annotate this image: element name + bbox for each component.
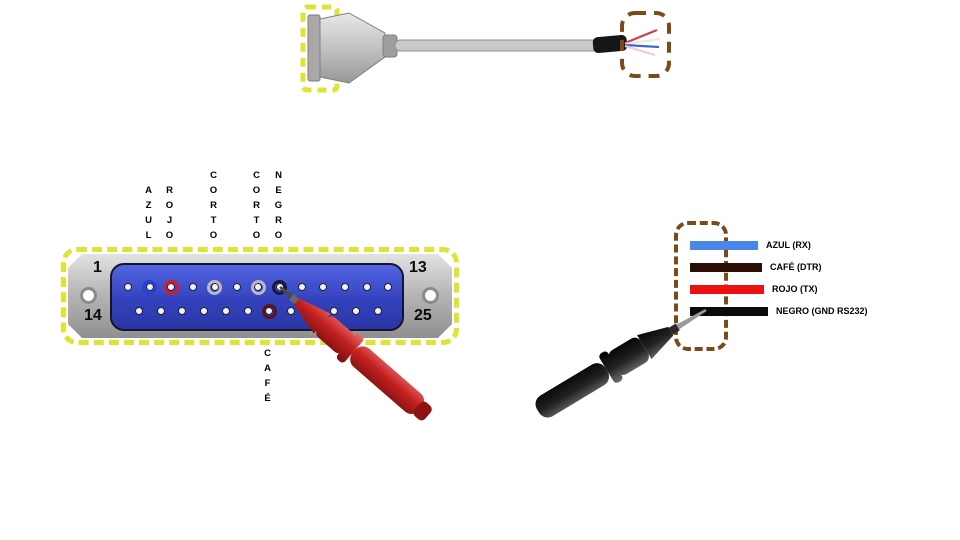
red-probe-flange: [336, 333, 364, 363]
wire-rojo: [690, 284, 764, 294]
pin: [189, 283, 198, 291]
pin-number-14: 14: [84, 307, 102, 324]
cable-sleeve: [592, 34, 628, 54]
negro-pin-ring: [272, 279, 288, 295]
pin: [297, 283, 306, 291]
azul-pin-ring: [142, 279, 158, 295]
pin: [124, 283, 132, 291]
pin: [373, 307, 382, 315]
cable: [394, 39, 599, 52]
pin-number-25: 25: [414, 307, 432, 324]
black-probe-grip: [535, 363, 610, 418]
red-probe-endcap: [413, 401, 432, 421]
pin: [156, 307, 165, 315]
connector-highlight-box: [300, 4, 340, 93]
mounting-hole-left: [80, 287, 97, 304]
black-probe-needle: [675, 308, 707, 330]
db25-highlight-outline: [61, 247, 459, 345]
pin: [362, 283, 371, 291]
pin-number-13: 13: [409, 259, 427, 276]
wire-legend: AZUL (RX) CAFÉ (DTR) ROJO (TX) NEGRO (GN…: [690, 234, 868, 322]
pin-number-1: 1: [93, 259, 102, 276]
red-probe-grip: [350, 346, 425, 414]
wire-strand-blue-icon: [624, 43, 660, 49]
legend-row-rojo: ROJO (TX): [690, 278, 868, 300]
pin: [178, 307, 187, 315]
wire-negro: [690, 306, 768, 316]
pin: [286, 307, 295, 315]
black-probe-flange: [599, 351, 623, 383]
legend-label-cafe: CAFÉ (DTR): [770, 262, 822, 272]
wire-label-azul: AZUL: [143, 185, 154, 245]
legend-label-negro: NEGRO (GND RS232): [776, 306, 868, 316]
wire-end-highlight-box: [620, 11, 671, 78]
pin: [352, 307, 360, 315]
db25-insert: [110, 263, 404, 331]
corto-pin-ring-1: [207, 279, 223, 295]
pin: [319, 283, 328, 291]
corto-pin-ring-2: [250, 279, 266, 295]
wire-label-negro: NEGRO: [273, 170, 284, 245]
pin: [200, 307, 209, 315]
red-probe-cone: [293, 298, 331, 334]
rojo-pin-ring: [163, 279, 179, 295]
wire-label-cafe: CAFÉ: [262, 348, 273, 408]
red-probe-needle: [279, 286, 294, 300]
pin: [221, 307, 230, 315]
black-probe-cone: [637, 326, 674, 360]
wire-label-rojo: ROJO: [164, 185, 175, 245]
legend-label-rojo: ROJO (TX): [772, 284, 818, 294]
red-probe: [279, 286, 432, 421]
wire-label-corto-2: CORTO: [251, 170, 262, 245]
wire-azul: [690, 240, 758, 250]
pin: [232, 283, 241, 291]
red-probe-body: [316, 316, 354, 354]
wire-strand-pink-icon: [624, 44, 656, 57]
wire-cafe: [690, 262, 762, 272]
black-probe: [535, 308, 707, 418]
pin: [384, 283, 393, 291]
cable-overview-illustration: [300, 4, 671, 93]
legend-row-negro: NEGRO (GND RS232): [690, 300, 868, 322]
black-probe-body: [608, 337, 649, 376]
legend-label-azul: AZUL (RX): [766, 240, 811, 250]
wire-strand-red-icon: [624, 28, 658, 45]
black-probe-collar: [668, 323, 680, 335]
wire-strand-white-icon: [624, 37, 661, 46]
connector-hood: [319, 12, 386, 84]
pin: [330, 307, 339, 315]
legend-row-azul: AZUL (RX): [690, 234, 868, 256]
wire-label-corto-1: CORTO: [208, 170, 219, 245]
connector-backplate: [307, 14, 321, 82]
cafe-pin-ring: [261, 303, 277, 319]
pin: [135, 307, 143, 315]
mounting-hole-right: [422, 287, 439, 304]
pin: [341, 283, 349, 291]
pin: [243, 307, 252, 315]
legend-row-cafe: CAFÉ (DTR): [690, 256, 868, 278]
